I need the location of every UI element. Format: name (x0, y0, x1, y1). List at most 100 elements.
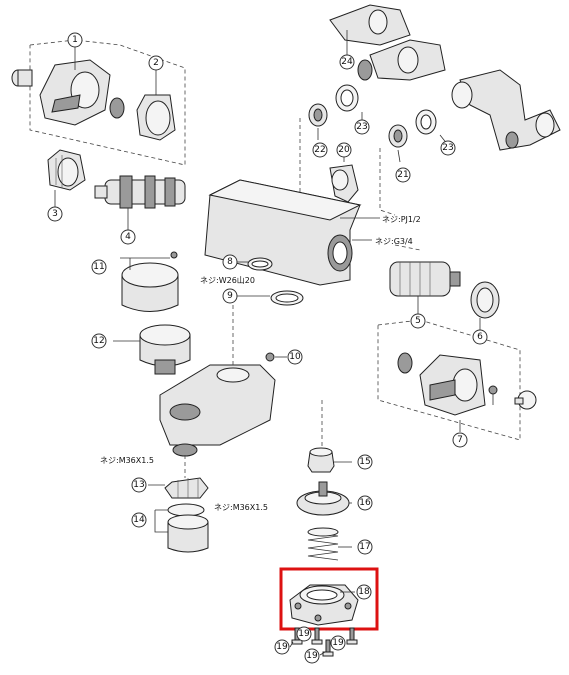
svg-text:19: 19 (332, 638, 344, 648)
svg-text:6: 6 (477, 332, 483, 342)
elbow-fitting-20 (329, 164, 359, 203)
handle-7 (419, 354, 486, 416)
svg-text:10: 10 (289, 352, 301, 362)
fitting-15 (307, 447, 335, 473)
spring-17 (307, 527, 339, 561)
gear-ring-1 (109, 97, 125, 119)
svg-text:7: 7 (457, 435, 463, 445)
diaphragm-16 (296, 481, 350, 516)
svg-text:22: 22 (314, 145, 325, 155)
callout-3: 3 (47, 206, 63, 222)
svg-text:11: 11 (93, 262, 104, 272)
handle-cap-1 (39, 59, 111, 126)
svg-text:23: 23 (442, 143, 453, 153)
callout-22: 22 (312, 142, 328, 158)
gasket-9 (270, 290, 304, 306)
o-ring-8 (247, 257, 273, 271)
spout-body (159, 364, 276, 457)
callout-24: 24 (339, 54, 355, 70)
pipe-fitting-23-right (451, 69, 561, 151)
svg-text:9: 9 (227, 291, 233, 301)
callout-18: 18 (356, 584, 372, 600)
nut-3 (47, 149, 86, 191)
gasket-14 (167, 503, 205, 517)
callout-10: 10 (287, 349, 303, 365)
svg-text:21: 21 (397, 170, 408, 180)
svg-text:18: 18 (358, 587, 370, 597)
callout-19c: 19 (304, 648, 320, 664)
svg-text:3: 3 (52, 209, 58, 219)
callout-4: 4 (120, 229, 136, 245)
gasket-ring-23a (335, 84, 359, 112)
cartridge-5 (389, 261, 461, 297)
callout-17: 17 (357, 539, 373, 555)
svg-text:15: 15 (359, 457, 370, 467)
valve-body (204, 179, 362, 286)
pipe-fitting-24 (329, 4, 446, 81)
screw-10 (265, 352, 275, 362)
svg-text:8: 8 (227, 257, 233, 267)
callout-12: 12 (91, 333, 107, 349)
check-valve-21 (388, 124, 408, 148)
cap-button-7 (514, 390, 537, 410)
screw-19c (322, 639, 334, 657)
svg-text:23: 23 (356, 122, 367, 132)
callout-15: 15 (357, 454, 373, 470)
callout-2: 2 (148, 55, 164, 71)
label-thread-m36-left: ネジ:M36X1.5 (100, 456, 154, 465)
label-thread-pj: ネジ:PJ1/2 (382, 215, 421, 224)
svg-text:5: 5 (415, 316, 421, 326)
label-thread-m36-right: ネジ:M36X1.5 (214, 503, 268, 512)
callout-23a: 23 (354, 119, 370, 135)
callout-16: 16 (357, 495, 373, 511)
gear-ring-7 (397, 352, 413, 374)
svg-text:1: 1 (72, 35, 78, 45)
callout-6: 6 (472, 329, 488, 345)
callout-8: 8 (222, 254, 238, 270)
callout-23b: 23 (440, 140, 456, 156)
callout-20: 20 (336, 142, 352, 158)
small-screw-11 (170, 251, 178, 259)
svg-text:19: 19 (298, 629, 310, 639)
screw-19b (311, 627, 323, 645)
cartridge-4 (94, 175, 186, 209)
highlight-box-part-18 (279, 567, 379, 631)
cap-14 (167, 514, 209, 553)
screw-19d (346, 627, 358, 645)
callout-19b: 19 (296, 626, 312, 642)
svg-text:12: 12 (93, 336, 104, 346)
cartridge-12 (139, 324, 191, 375)
callout-19a: 19 (274, 639, 290, 655)
callout-21: 21 (395, 167, 411, 183)
callout-11: 11 (91, 259, 107, 275)
svg-text:24: 24 (341, 57, 353, 67)
svg-text:16: 16 (359, 498, 371, 508)
callout-19d: 19 (330, 635, 346, 651)
callout-1: 1 (67, 32, 83, 48)
callout-13: 13 (131, 477, 147, 493)
svg-text:17: 17 (359, 542, 370, 552)
gasket-ring-23b (415, 109, 437, 135)
small-adapter-left (11, 69, 33, 87)
cap-11 (121, 262, 179, 312)
svg-text:14: 14 (133, 515, 145, 525)
svg-text:4: 4 (125, 232, 131, 242)
svg-text:19: 19 (276, 642, 288, 652)
svg-text:20: 20 (338, 145, 350, 155)
screw-7 (488, 385, 498, 405)
ring-2 (136, 94, 176, 141)
label-thread-g34: ネジ:G3/4 (375, 237, 413, 246)
check-valve-22 (308, 103, 328, 127)
aerator-13 (164, 477, 209, 499)
cover-plate-18 (289, 584, 359, 626)
callout-9: 9 (222, 288, 238, 304)
callout-5: 5 (410, 313, 426, 329)
nut-6 (470, 281, 500, 319)
svg-text:19: 19 (306, 651, 318, 661)
svg-text:2: 2 (153, 58, 159, 68)
svg-text:13: 13 (133, 480, 144, 490)
callout-7: 7 (452, 432, 468, 448)
callout-14: 14 (131, 512, 147, 528)
label-thread-w26: ネジ:W26山20 (200, 275, 255, 285)
